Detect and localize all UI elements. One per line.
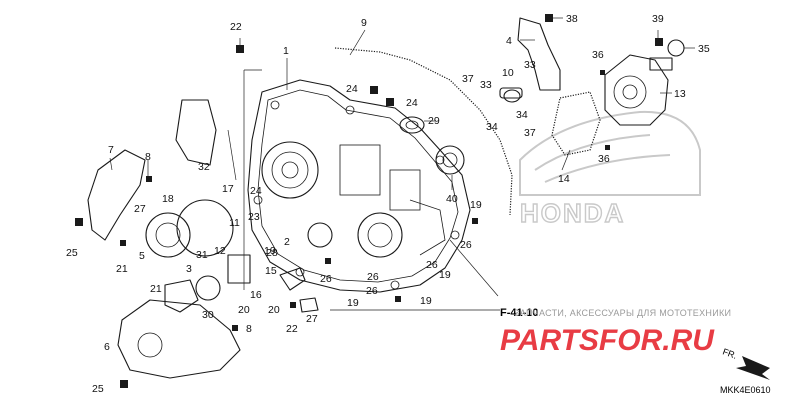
callout-19b: 19	[264, 245, 276, 257]
callout-34b: 34	[516, 109, 528, 121]
callout-24a: 24	[346, 83, 358, 95]
callout-8b: 8	[246, 323, 252, 335]
callout-26d: 26	[426, 259, 438, 271]
callout-39: 39	[652, 13, 664, 25]
callout-35: 35	[698, 43, 710, 55]
callout-14: 14	[558, 173, 570, 185]
callout-1: 1	[283, 45, 289, 57]
callout-19d: 19	[347, 297, 359, 309]
callout-36a: 36	[592, 49, 604, 61]
watermark: ЗАПЧАСТИ, АКСЕССУАРЫ ДЛЯ МОТОТЕХНИКИ PAR…	[500, 308, 731, 357]
callout-4: 4	[506, 35, 512, 47]
front-direction-arrow: FR.	[721, 346, 770, 380]
oil-seal-inner	[405, 120, 419, 130]
callout-20a: 20	[238, 304, 250, 316]
callout-13: 13	[674, 88, 686, 100]
callout-12: 12	[214, 245, 226, 257]
callout-36b: 36	[598, 153, 610, 165]
left-components	[87, 99, 319, 379]
callout-25b: 25	[92, 383, 104, 395]
callout-labels: 1 2 3 4 5 6 7 8 8 9 10 11 12 13 14 15 16…	[66, 13, 710, 395]
callout-15: 15	[265, 265, 277, 277]
callout-22b: 22	[286, 323, 298, 335]
callout-37a: 37	[462, 73, 474, 85]
callout-34a: 34	[486, 121, 498, 133]
callout-21a: 21	[116, 263, 128, 275]
callout-11: 11	[229, 217, 240, 229]
callout-6: 6	[104, 341, 110, 353]
callout-30: 30	[202, 309, 214, 321]
callout-38: 38	[566, 13, 578, 25]
callout-10: 10	[502, 67, 514, 79]
fasteners	[75, 14, 663, 388]
callout-37b: 37	[524, 127, 536, 139]
callout-26e: 26	[366, 285, 378, 297]
callout-21b: 21	[150, 283, 162, 295]
callout-29: 29	[428, 115, 440, 127]
oil-seal	[399, 116, 425, 134]
callout-25a: 25	[66, 247, 78, 259]
callout-33b: 33	[524, 59, 536, 71]
callout-18: 18	[162, 193, 174, 205]
reference-label: F-41-10	[500, 307, 539, 319]
callout-2: 2	[284, 236, 290, 248]
watermark-tagline: ЗАПЧАСТИ, АКСЕССУАРЫ ДЛЯ МОТОТЕХНИКИ	[514, 308, 731, 318]
callout-26a: 26	[460, 239, 472, 251]
callout-27a: 27	[134, 203, 146, 215]
honda-wordmark: HONDA	[520, 198, 625, 228]
crankcase-cover	[247, 79, 471, 293]
cover-gasket	[334, 47, 513, 216]
callout-40: 40	[446, 193, 458, 205]
callout-24c: 24	[250, 185, 262, 197]
honda-wing-logo: HONDA	[519, 110, 701, 229]
bearing-inner	[442, 152, 458, 168]
callout-23: 23	[248, 211, 260, 223]
front-arrow-label: FR.	[721, 346, 738, 360]
diagram-code: MKK4E0610	[720, 385, 771, 395]
callout-20b: 20	[268, 304, 280, 316]
callout-19e: 19	[420, 295, 432, 307]
callout-32: 32	[198, 161, 210, 173]
callout-22a: 22	[230, 21, 242, 33]
leader-lines	[109, 17, 695, 311]
callout-24b: 24	[406, 97, 418, 109]
bearing	[435, 145, 465, 175]
callout-17: 17	[222, 183, 234, 195]
callout-19a: 19	[470, 199, 482, 211]
callout-26b: 26	[320, 273, 332, 285]
callout-8a: 8	[145, 151, 151, 163]
callout-9: 9	[361, 17, 367, 29]
callout-7: 7	[108, 144, 114, 156]
callout-33a: 33	[480, 79, 492, 91]
watermark-logo: PARTSFOR.RU	[500, 324, 715, 357]
callout-26c: 26	[367, 271, 379, 283]
callout-19c: 19	[439, 269, 451, 281]
callout-27b: 27	[306, 313, 318, 325]
callout-5: 5	[139, 250, 145, 262]
callout-16: 16	[250, 289, 262, 301]
callout-3: 3	[186, 263, 192, 275]
callout-31: 31	[196, 249, 208, 261]
callout-28: 28	[266, 247, 278, 259]
